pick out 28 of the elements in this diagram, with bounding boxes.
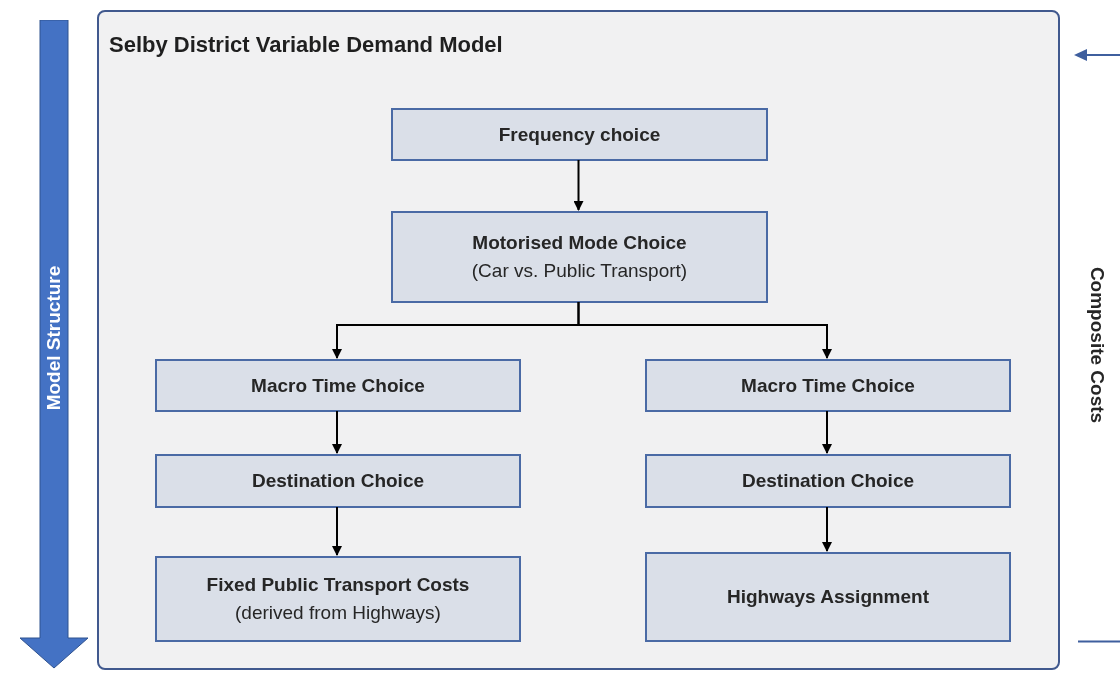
panel-title: Selby District Variable Demand Model (109, 31, 503, 59)
box-title: Destination Choice (251, 469, 425, 493)
process-box (155, 556, 521, 642)
process-box (391, 211, 768, 303)
arrow (332, 410, 342, 454)
box-title: Macro Time Choice (251, 373, 425, 398)
process-box (645, 552, 1011, 642)
arrow (573, 159, 584, 211)
process-box (645, 454, 1011, 508)
arrow (332, 506, 342, 556)
box-subtitle: (Car vs. Public Transport) (471, 259, 688, 283)
model-panel (97, 10, 1060, 670)
arrow (577, 301, 832, 359)
box-title: Highways Assignment (727, 585, 929, 609)
process-box (645, 359, 1011, 412)
box-title: Motorised Mode Choice (472, 231, 687, 255)
box-title: Macro Time Choice (741, 373, 915, 398)
process-box (391, 108, 768, 161)
box-subtitle: (derived from Highways) (235, 601, 441, 625)
box-title: Destination Choice (741, 469, 915, 493)
arrow (822, 410, 832, 454)
axis-label: Composite Costs (1086, 266, 1110, 424)
box-title: Frequency choice (498, 122, 661, 147)
axis-label: Model Structure (41, 265, 65, 411)
arrow (822, 506, 832, 552)
process-box (155, 454, 521, 508)
box-title: Fixed Public Transport Costs (206, 573, 470, 597)
process-box (155, 359, 521, 412)
